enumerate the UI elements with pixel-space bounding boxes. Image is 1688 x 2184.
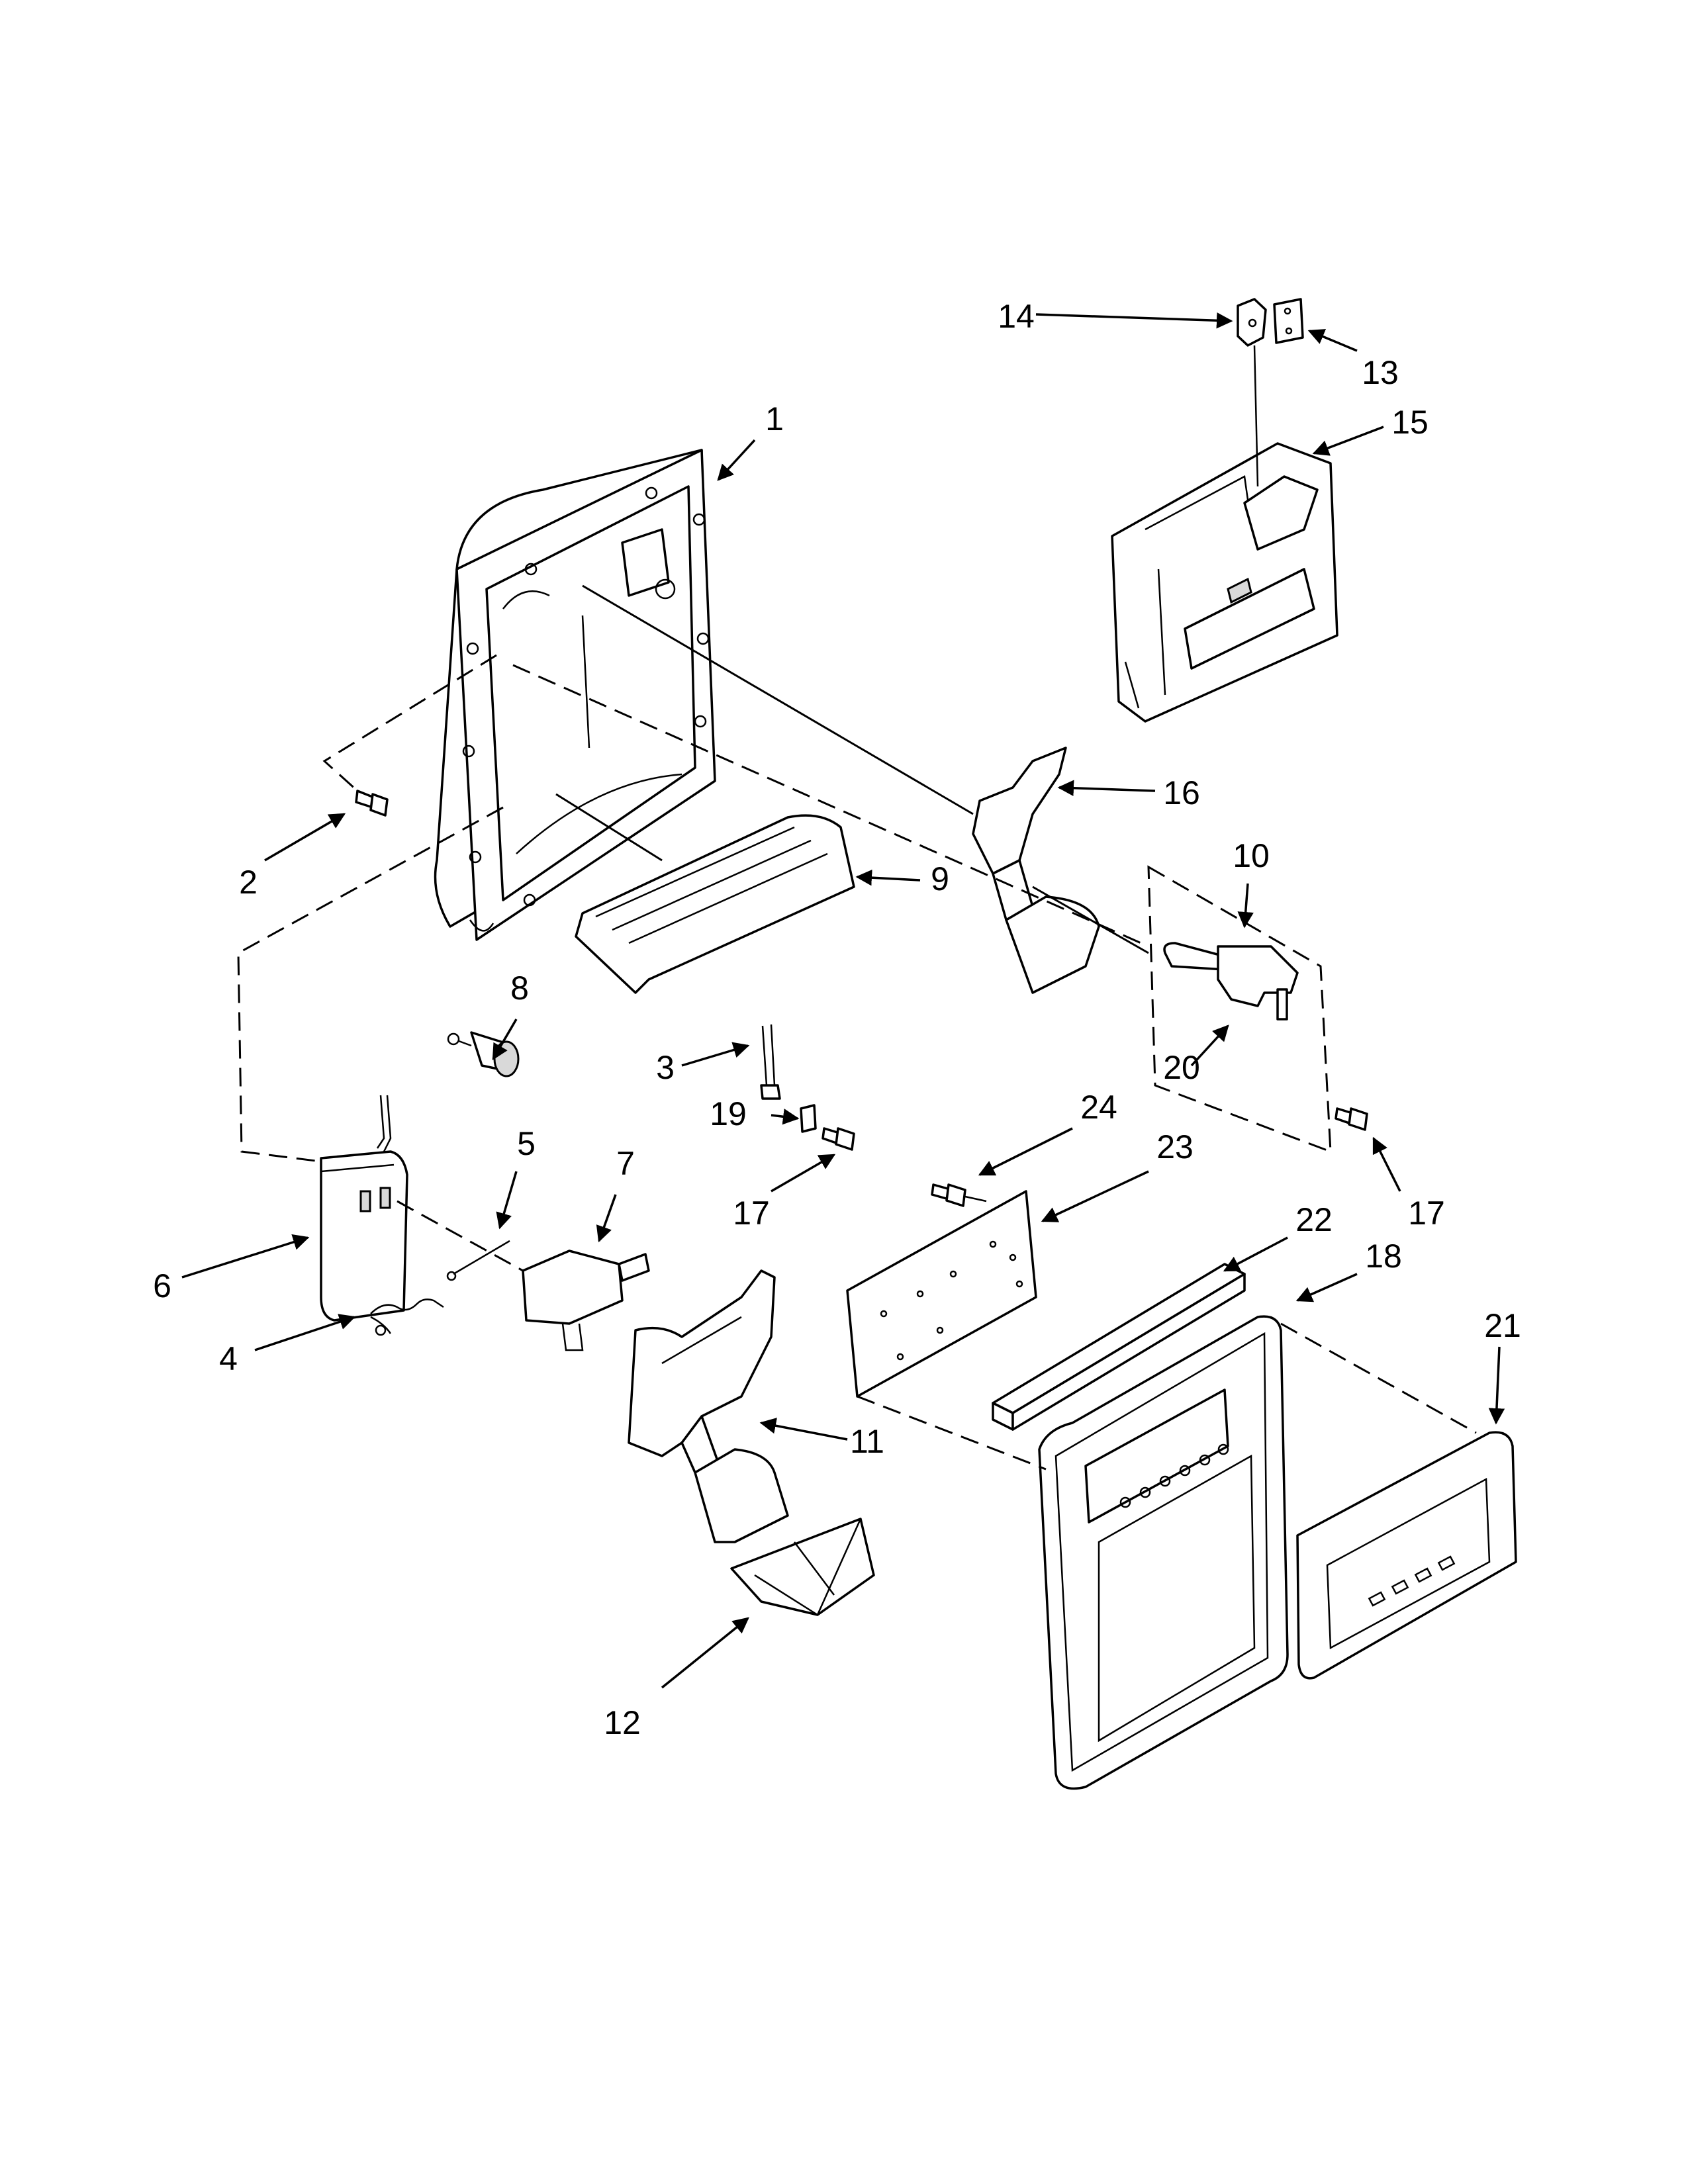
part-15-control-housing [1111,442,1338,723]
callout-7: 7 [616,1145,635,1182]
part-21-trim-panel [1296,1431,1517,1680]
part-8-solenoid [447,1031,520,1077]
callout-8: 8 [510,970,529,1007]
callout-24: 24 [1080,1089,1117,1126]
callout-14: 14 [998,298,1035,335]
callout-20: 20 [1163,1049,1200,1086]
part-24-screw [931,1183,987,1207]
part-5-pin [446,1240,510,1281]
callout-17b: 17 [1408,1195,1445,1232]
callout-21: 21 [1484,1307,1521,1344]
callout-2: 2 [239,864,258,901]
part-7-actuator [522,1250,650,1351]
assembly-guide-lines [237,584,1477,1471]
part-6-module [320,1095,408,1322]
part-17-screw-b [1335,1107,1368,1131]
callout-23: 23 [1156,1128,1194,1165]
callout-17a: 17 [733,1195,770,1232]
callout-5: 5 [517,1125,536,1162]
callout-13: 13 [1362,354,1399,391]
part-23-control-board [846,1190,1037,1398]
part-1-housing-frame [434,449,716,941]
callout-3: 3 [656,1049,675,1086]
callout-22: 22 [1295,1201,1333,1238]
callout-19: 19 [710,1095,747,1132]
callout-labels: 1 2 3 4 5 6 7 8 9 10 11 12 13 14 15 16 1… [153,298,1521,1741]
part-17-screw-a [821,1127,855,1151]
callout-9: 9 [931,860,949,897]
part-11-ice-lever [628,1269,789,1543]
part-3-switch-bracket [760,1024,781,1100]
part-12-ice-chute [730,1518,875,1616]
callout-16: 16 [1163,774,1200,811]
part-18-front-panel [1038,1315,1289,1790]
callout-10: 10 [1233,837,1270,874]
callout-leaders [181,312,1505,1689]
callout-18: 18 [1365,1238,1402,1275]
part-16-water-lever [972,747,1100,994]
callout-4: 4 [219,1340,238,1377]
callout-15: 15 [1391,404,1429,441]
part-14-micro-switch [1237,298,1267,487]
part-9-drip-tray [575,814,855,994]
part-10-lever-kit [1147,865,1332,1154]
callout-1: 1 [765,400,784,437]
callout-6: 6 [153,1267,171,1304]
callout-12: 12 [604,1704,641,1741]
part-19-clip [800,1104,817,1133]
part-2-screw [355,790,389,817]
part-4-springs [370,1298,444,1336]
part-13-insulator [1273,298,1304,344]
part-22-strip [992,1263,1246,1431]
callout-11: 11 [850,1423,884,1460]
